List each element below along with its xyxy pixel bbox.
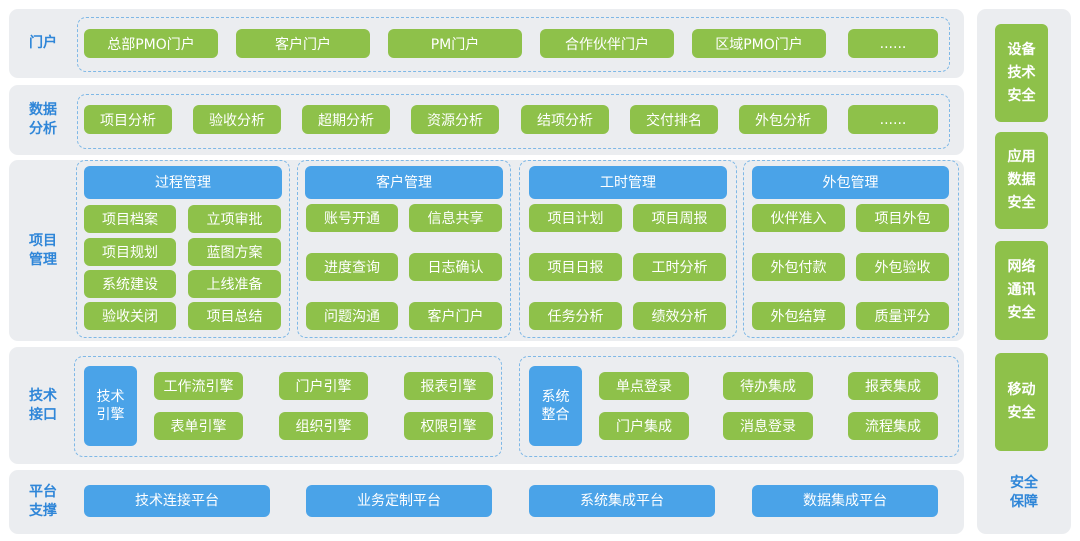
worktime-mgmt-item[interactable]: 工时分析 bbox=[633, 253, 726, 281]
platform-item[interactable]: 业务定制平台 bbox=[306, 485, 492, 517]
analysis-item[interactable]: ...... bbox=[848, 105, 938, 134]
worktime-mgmt-title[interactable]: 工时管理 bbox=[529, 166, 727, 199]
worktime-mgmt-item[interactable]: 项目日报 bbox=[529, 253, 622, 281]
outsource-mgmt-item[interactable]: 项目外包 bbox=[856, 204, 949, 232]
customer-mgmt-title[interactable]: 客户管理 bbox=[305, 166, 503, 199]
portal-item[interactable]: PM门户 bbox=[388, 29, 522, 58]
system-integration-item[interactable]: 门户集成 bbox=[599, 412, 689, 440]
portal-item[interactable]: 客户门户 bbox=[236, 29, 370, 58]
portal-item[interactable]: 总部PMO门户 bbox=[84, 29, 218, 58]
worktime-mgmt-item[interactable]: 项目周报 bbox=[633, 204, 726, 232]
system-integration-title[interactable]: 系统 整合 bbox=[529, 366, 582, 446]
worktime-mgmt-item[interactable]: 绩效分析 bbox=[633, 302, 726, 330]
analysis-frame bbox=[77, 94, 950, 149]
process-mgmt-item[interactable]: 项目规划 bbox=[84, 238, 176, 266]
system-integration-item[interactable]: 单点登录 bbox=[599, 372, 689, 400]
analysis-item[interactable]: 超期分析 bbox=[302, 105, 390, 134]
tech-engine-frame bbox=[74, 356, 502, 457]
analysis-item[interactable]: 资源分析 bbox=[411, 105, 499, 134]
process-mgmt-frame bbox=[76, 160, 290, 338]
process-mgmt-item[interactable]: 验收关闭 bbox=[84, 302, 176, 330]
row-label-interface: 技术 接口 bbox=[29, 387, 57, 423]
tech-engine-title[interactable]: 技术 引擎 bbox=[84, 366, 137, 446]
outsource-mgmt-item[interactable]: 质量评分 bbox=[856, 302, 949, 330]
process-mgmt-item[interactable]: 上线准备 bbox=[188, 270, 281, 298]
security-item[interactable]: 设备 技术 安全 bbox=[995, 24, 1048, 122]
system-integration-item[interactable]: 消息登录 bbox=[723, 412, 813, 440]
tech-engine-item[interactable]: 报表引擎 bbox=[404, 372, 493, 400]
portal-item[interactable]: ...... bbox=[848, 29, 938, 58]
security-item[interactable]: 移动 安全 bbox=[995, 353, 1048, 451]
analysis-item[interactable]: 交付排名 bbox=[630, 105, 718, 134]
outsource-mgmt-item[interactable]: 外包付款 bbox=[752, 253, 845, 281]
security-footer-label: 安全 保障 bbox=[1010, 475, 1038, 510]
platform-item[interactable]: 系统集成平台 bbox=[529, 485, 715, 517]
customer-mgmt-item[interactable]: 客户门户 bbox=[409, 302, 502, 330]
worktime-mgmt-frame bbox=[519, 160, 737, 338]
band-interface bbox=[9, 347, 964, 464]
process-mgmt-item[interactable]: 系统建设 bbox=[84, 270, 176, 298]
tech-engine-item[interactable]: 权限引擎 bbox=[404, 412, 493, 440]
system-integration-item[interactable]: 流程集成 bbox=[848, 412, 938, 440]
system-integration-frame bbox=[519, 356, 959, 457]
analysis-item[interactable]: 项目分析 bbox=[84, 105, 172, 134]
worktime-mgmt-item[interactable]: 任务分析 bbox=[529, 302, 622, 330]
row-label-analysis: 数据 分析 bbox=[29, 102, 57, 137]
platform-item[interactable]: 数据集成平台 bbox=[752, 485, 938, 517]
security-item[interactable]: 应用 数据 安全 bbox=[995, 132, 1048, 229]
portal-item[interactable]: 区域PMO门户 bbox=[692, 29, 826, 58]
process-mgmt-item[interactable]: 立项审批 bbox=[188, 205, 281, 233]
outsource-mgmt-title[interactable]: 外包管理 bbox=[752, 166, 949, 199]
system-integration-item[interactable]: 报表集成 bbox=[848, 372, 938, 400]
process-mgmt-item[interactable]: 项目总结 bbox=[188, 302, 281, 330]
customer-mgmt-item[interactable]: 进度查询 bbox=[306, 253, 398, 281]
process-mgmt-item[interactable]: 蓝图方案 bbox=[188, 238, 281, 266]
tech-engine-item[interactable]: 组织引擎 bbox=[279, 412, 368, 440]
customer-mgmt-item[interactable]: 账号开通 bbox=[306, 204, 398, 232]
customer-mgmt-item[interactable]: 日志确认 bbox=[409, 253, 502, 281]
process-mgmt-item[interactable]: 项目档案 bbox=[84, 205, 176, 233]
portal-item[interactable]: 合作伙伴门户 bbox=[540, 29, 674, 58]
analysis-item[interactable]: 验收分析 bbox=[193, 105, 281, 134]
analysis-item[interactable]: 外包分析 bbox=[739, 105, 827, 134]
row-label-platform: 平台 支撑 bbox=[29, 484, 57, 519]
platform-item[interactable]: 技术连接平台 bbox=[84, 485, 270, 517]
outsource-mgmt-item[interactable]: 外包验收 bbox=[856, 253, 949, 281]
process-mgmt-title[interactable]: 过程管理 bbox=[84, 166, 282, 199]
outsource-mgmt-frame bbox=[743, 160, 959, 338]
outsource-mgmt-item[interactable]: 伙伴准入 bbox=[752, 204, 845, 232]
tech-engine-item[interactable]: 工作流引擎 bbox=[154, 372, 243, 400]
tech-engine-item[interactable]: 表单引擎 bbox=[154, 412, 243, 440]
security-item[interactable]: 网络 通讯 安全 bbox=[995, 241, 1048, 340]
customer-mgmt-frame bbox=[297, 160, 511, 338]
row-label-project: 项目 管理 bbox=[29, 232, 57, 268]
analysis-item[interactable]: 结项分析 bbox=[521, 105, 609, 134]
portal-frame bbox=[77, 17, 950, 72]
worktime-mgmt-item[interactable]: 项目计划 bbox=[529, 204, 622, 232]
tech-engine-item[interactable]: 门户引擎 bbox=[279, 372, 368, 400]
row-label-portal: 门户 bbox=[29, 35, 57, 51]
outsource-mgmt-item[interactable]: 外包结算 bbox=[752, 302, 845, 330]
customer-mgmt-item[interactable]: 问题沟通 bbox=[306, 302, 398, 330]
customer-mgmt-item[interactable]: 信息共享 bbox=[409, 204, 502, 232]
system-integration-item[interactable]: 待办集成 bbox=[723, 372, 813, 400]
